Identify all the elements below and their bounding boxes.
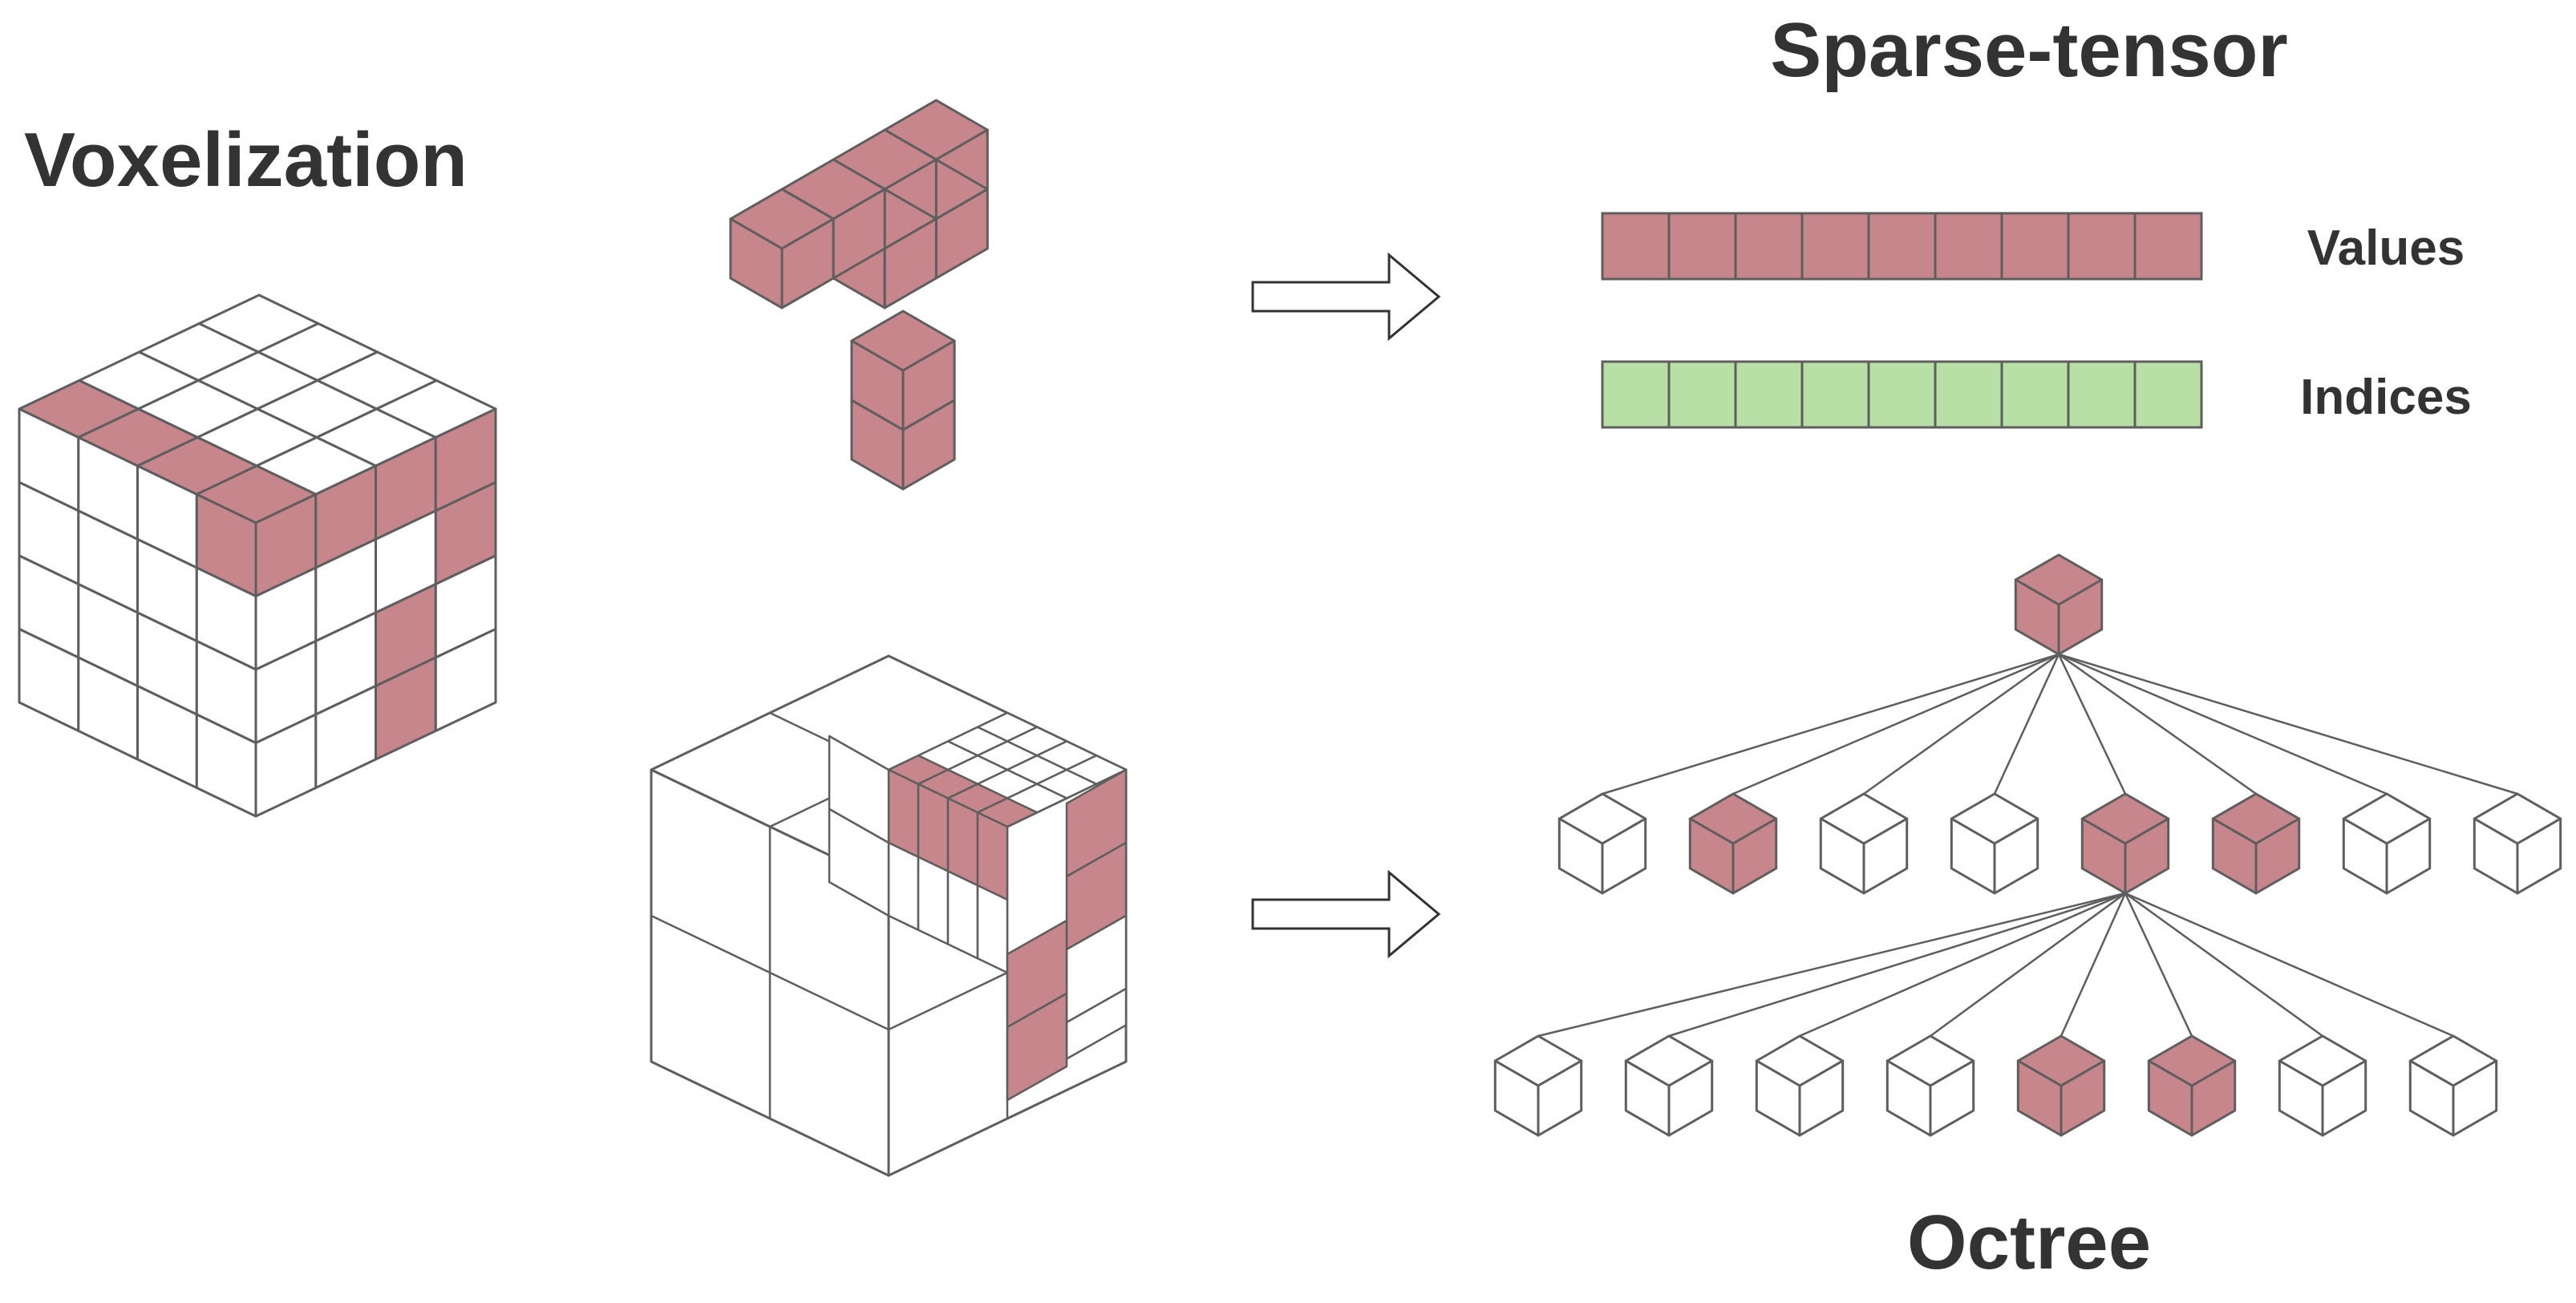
voxelization-title: Voxelization: [24, 117, 468, 203]
values-cell: [1667, 212, 1737, 281]
indices-cell: [2133, 360, 2203, 429]
octree-fine-front-cell: [946, 870, 979, 960]
octree-node-empty: [1950, 792, 2039, 895]
octree-edge-level2: [2124, 892, 2323, 1038]
octree-edge-level1: [2058, 653, 2518, 795]
octree-edge-level2: [1537, 892, 2126, 1038]
cube-right-face: [2057, 578, 2104, 656]
values-cell: [2133, 212, 2203, 281]
cube-right-face: [1993, 817, 2039, 895]
cube-right-face: [883, 217, 938, 310]
octree-edge-level1: [1732, 653, 2060, 795]
octree-node-empty: [1885, 1034, 1975, 1137]
octree-node-empty: [1493, 1034, 1583, 1137]
octree-node-occupied: [2211, 792, 2301, 895]
values-cell: [1934, 212, 2003, 281]
octree-node-empty: [1755, 1034, 1845, 1137]
cube-right-face: [2452, 1059, 2498, 1137]
cube-right-face: [2321, 1059, 2367, 1137]
cube-right-face: [2385, 817, 2432, 895]
octree-node-occupied: [2147, 1034, 2237, 1137]
octree-edge-level2: [2124, 892, 2454, 1038]
octree-edge-level2: [1930, 892, 2126, 1038]
cube-right-face: [2516, 817, 2562, 895]
octree-node-empty: [2408, 1034, 2498, 1137]
values-cell: [1601, 212, 1671, 281]
values-label: Values: [2307, 221, 2465, 276]
octree-split-line: [650, 914, 889, 1031]
octree-edge-level1: [1993, 654, 2060, 795]
cube-right-face: [1601, 817, 1647, 895]
octree-node-occupied: [2016, 1034, 2106, 1137]
octree-node-empty: [1624, 1034, 1714, 1137]
cube-right-face: [1732, 817, 1778, 895]
indices-array: [1601, 360, 2203, 429]
values-cell: [1800, 212, 1870, 281]
values-cell: [2067, 212, 2137, 281]
octree-edge-level2: [1799, 892, 2126, 1038]
voxel-right-cell: [434, 628, 497, 732]
cube-right-face: [2124, 817, 2170, 895]
octree-fine-front-cell: [917, 856, 950, 945]
octree-subdivided-cube: [650, 654, 1128, 1177]
indices-cell: [1601, 360, 1671, 429]
indices-label: Indices: [2300, 370, 2472, 425]
indices-cell: [1667, 360, 1737, 429]
octree-edge-level1: [1602, 653, 2060, 795]
octree-fine-strip-cell: [1006, 992, 1068, 1102]
cube-right-face: [1667, 1059, 1714, 1137]
octree-node-occupied: [2080, 792, 2170, 895]
cube-right-face: [1862, 817, 1909, 895]
cube-right-face: [2060, 1059, 2106, 1137]
octree-node-occupied: [1688, 792, 1778, 895]
indices-cell: [1734, 360, 1804, 429]
cube-right-face: [2254, 817, 2301, 895]
octree-title: Octree: [1907, 1200, 2151, 1285]
octree-edge-level2: [1668, 892, 2126, 1038]
indices-cell: [1800, 360, 1870, 429]
cube-right-face: [1798, 1059, 1845, 1137]
octree-node-empty: [1819, 792, 1909, 895]
indices-cell: [1934, 360, 2003, 429]
octree-edge-level1: [2058, 653, 2257, 795]
cube-right-face: [901, 339, 956, 431]
cube-right-face: [1537, 1059, 1583, 1137]
sparse-tensor-title: Sparse-tensor: [1770, 7, 2288, 93]
cube-right-face: [1929, 1059, 1975, 1137]
voxel-grid-cube: [18, 293, 497, 818]
octree-edges: [1537, 653, 2518, 1038]
octree-edge-level2: [2124, 892, 2193, 1037]
values-cell: [1734, 212, 1804, 281]
indices-cell: [2000, 360, 2070, 429]
values-cell: [2000, 212, 2070, 281]
octree-node-empty: [1557, 792, 1647, 895]
occupied-voxel: [850, 310, 956, 431]
values-array: [1601, 212, 2203, 281]
octree-edge-level1: [1863, 653, 2060, 795]
arrow-to-sparse-tensor-icon: [1251, 252, 1441, 342]
octree-node-empty: [2342, 792, 2432, 895]
arrow-to-octree-icon: [1251, 869, 1441, 959]
octree-fine-front-cell: [887, 841, 920, 932]
indices-cell: [1867, 360, 1937, 429]
octree-nodes: [1493, 553, 2562, 1137]
octree-edge-level2: [2060, 892, 2127, 1037]
octree-node-empty: [2278, 1034, 2367, 1137]
octree-edge-level1: [2058, 653, 2388, 795]
octree-fine-left-cell: [828, 807, 890, 917]
values-cell: [1867, 212, 1937, 281]
indices-cell: [2067, 360, 2137, 429]
octree-fine-front-cell: [976, 884, 1009, 974]
cube-right-face: [2190, 1059, 2237, 1137]
occupied-voxels-shape: [729, 99, 989, 491]
occupied-voxel: [729, 188, 835, 310]
octree-edge-level1: [2057, 654, 2127, 795]
cube-right-face: [780, 217, 835, 310]
octree-root-node: [2014, 553, 2104, 656]
octree-node-empty: [2473, 792, 2562, 895]
